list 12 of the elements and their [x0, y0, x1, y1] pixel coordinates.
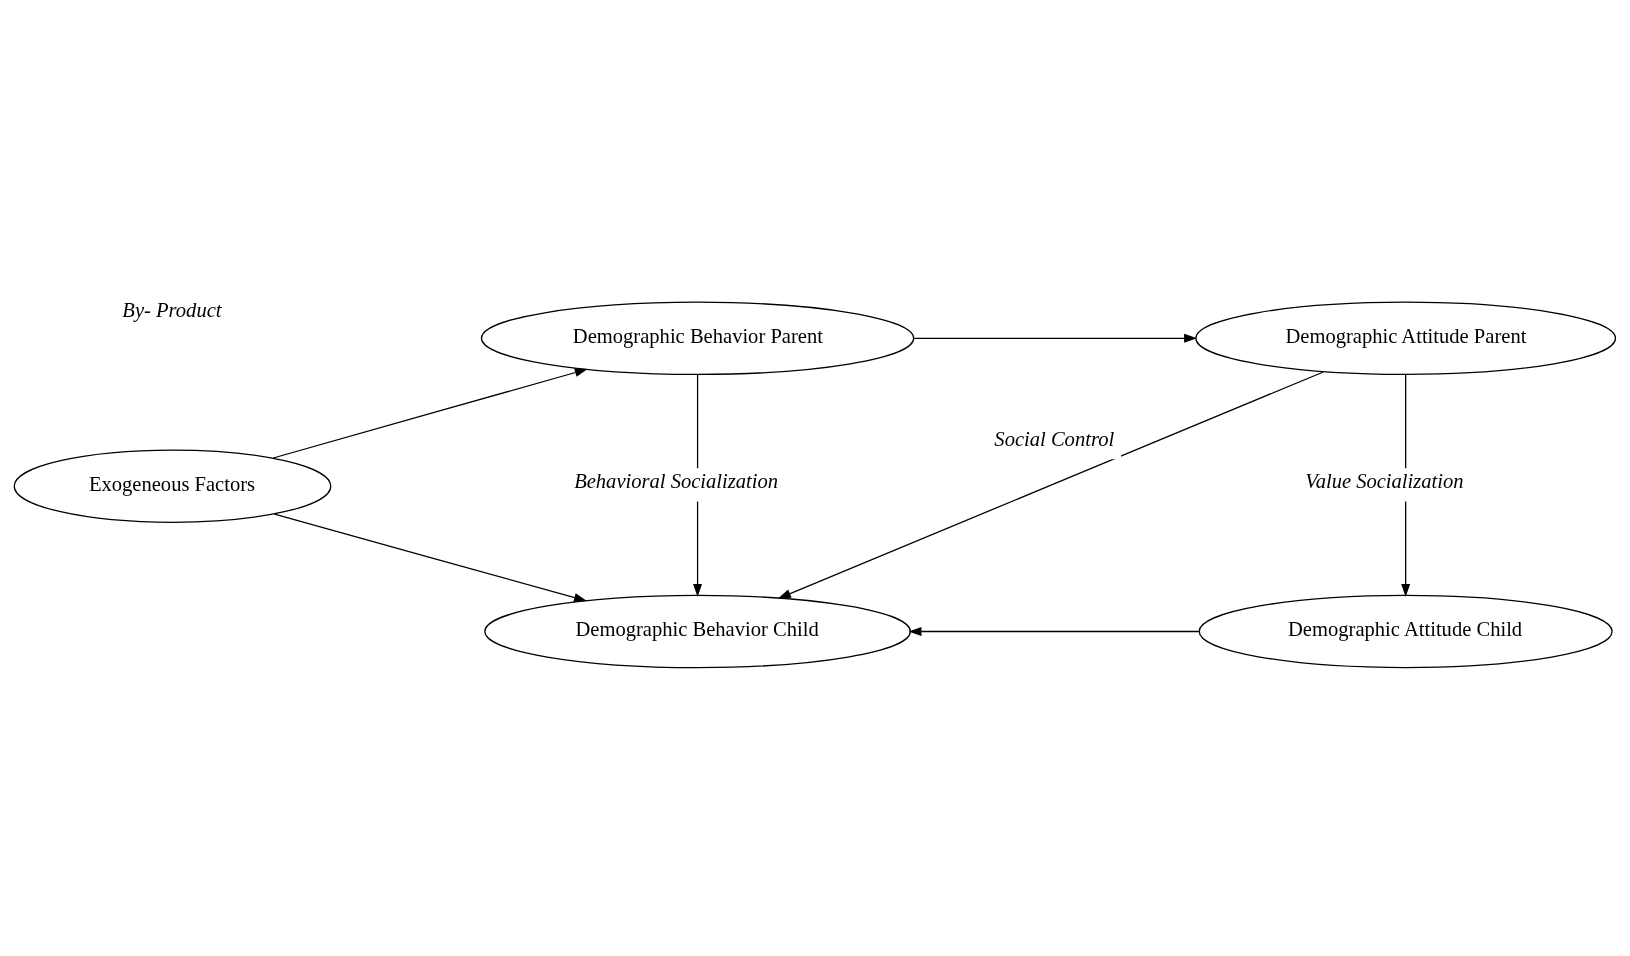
arrow [272, 368, 588, 459]
label: By- Product [122, 299, 222, 322]
edge-label: Value Socialization [1305, 470, 1464, 493]
arrow [273, 513, 587, 602]
arrow [913, 333, 1197, 343]
edge-label: Behavioral Socialization [574, 470, 779, 493]
node-ellipse: Demographic Attitude Child [1198, 594, 1613, 669]
arrow [908, 627, 1200, 636]
node-ellipse: Demographic Attitude Parent [1195, 301, 1617, 376]
edge-label: Social Control [994, 428, 1115, 451]
arrow [778, 371, 1324, 599]
node-ellipse: Exogeneous Factors [13, 449, 332, 523]
